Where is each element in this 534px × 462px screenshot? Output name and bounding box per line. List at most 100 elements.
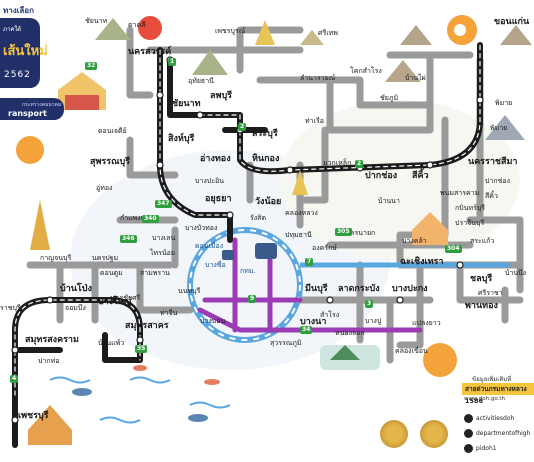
social-youtube[interactable]: departmentofhigh (476, 430, 531, 437)
label-lopburi: ลพบุรี (210, 91, 232, 101)
brand-bar: กระทรวงคมนาคม ransport (0, 98, 64, 120)
contact-title: ข้อมูลเพิ่มเติมที่ (472, 376, 512, 383)
label-lat-krabang: ลาดกระบัง (338, 284, 380, 294)
label-phanom-sarakham: พนมสารคาม (440, 189, 480, 197)
label-bang-len: บางเลน (152, 234, 176, 242)
label-ban-bueng: บ้านบึง (505, 269, 527, 277)
label-pak-chong-2: ปากช่อง (485, 177, 510, 185)
line-icon (464, 444, 473, 453)
route-badge-3: 3 (365, 300, 374, 308)
label-takli: ตาคลี (128, 21, 146, 29)
label-si-racha: ศรีราชา (478, 289, 503, 297)
label-suphanburi: สุพรรณบุรี (90, 157, 130, 167)
label-ongkharak: องครักษ์ (312, 244, 337, 252)
label-saraburi: สระบุรี (252, 129, 278, 139)
route-badge-346: 346 (120, 235, 137, 243)
route-badge-7: 7 (305, 258, 314, 266)
mascot-decor (16, 15, 477, 377)
label-bang-na: บางนา (300, 317, 327, 327)
label-u-thong: อู่ทอง (96, 184, 113, 192)
route-badge-9: 9 (248, 295, 257, 303)
route-badge-305: 305 (335, 228, 352, 236)
brand-sub-text: ภาคใต้ (3, 26, 22, 33)
social-facebook[interactable]: activitiesdoh (476, 415, 515, 422)
temple-decor (28, 20, 448, 445)
brand-bar-text: ransport (8, 109, 47, 118)
label-nakhon-sawan: นครสวรรค์ (128, 47, 172, 57)
label-khon-kaen: ขอนแก่น (494, 17, 530, 27)
label-phetchabun: เพชรบูรณ์ (215, 27, 246, 35)
purple-routes (197, 237, 423, 333)
label-srisaket: ศรีเทพ (318, 29, 338, 37)
label-bang-bon: บางบอน (200, 317, 226, 325)
brand-panel: ทางเลือก ภาคใต้ เส้นใหม่ 2562 กระทรวงคมน… (0, 0, 66, 150)
brand-box (0, 18, 40, 88)
label-don-mueang: ดอนเมือง (195, 242, 224, 250)
youtube-icon (464, 429, 473, 438)
contact-panel: ข้อมูลเพิ่มเติมที่ สายด่วนกรมทางหลวง 158… (462, 374, 534, 462)
label-phanthong: พานทอง (465, 301, 498, 311)
label-pathum: ปทุมธานี (285, 231, 312, 239)
contact-url[interactable]: www.doh.go.th (464, 396, 505, 402)
label-bang-pakong: บางปะกง (392, 284, 428, 294)
label-tha-ruea: ท่าเรือ (305, 117, 324, 125)
label-samut-sakhon: สมุทรสาคร (125, 321, 169, 331)
route-badge-35: 35 (135, 345, 148, 353)
route-badge-4: 4 (10, 375, 19, 383)
label-phimai: พิมาย (495, 99, 513, 107)
label-ayutthaya: อยุธยา (205, 194, 232, 204)
label-don-chedi: ดอนเจดีย์ (98, 127, 127, 135)
label-bang-sue: บางซื่อ (205, 261, 226, 269)
label-nakhon-ratchasima: นครราชสีมา (468, 157, 518, 167)
seal-icon (380, 420, 408, 448)
label-lam-narai: ลำนารายณ์ (300, 74, 336, 82)
label-kamphaeng-saen: กำแพงแสน (120, 214, 155, 222)
airport-icon (255, 243, 277, 259)
route-badge-304: 304 (445, 245, 462, 253)
label-nakhon-chai-si: นครชัยศรี (110, 294, 141, 302)
brand-top-text: ทางเลือก (0, 4, 63, 16)
label-chom-bueng: จอมบึง (65, 304, 86, 312)
label-wang-noi: วังน้อย (255, 197, 282, 207)
label-plaeng-yao: แปลงยาว (412, 319, 441, 327)
label-suvarnabhumi: สุวรรณภูมิ (270, 339, 302, 347)
mountain-decor (95, 18, 532, 140)
route-badge-32: 32 (85, 62, 98, 70)
label-ban-na: บ้านนา (378, 197, 400, 205)
label-pak-chong: ปากช่อง (365, 171, 398, 181)
route-badge-34: 34 (300, 326, 313, 334)
label-ban-pong: บ้านโป่ง (60, 284, 92, 294)
label-nakhon-pathom: นครปฐม (92, 254, 119, 262)
airport-icon (222, 250, 234, 260)
label-chachoengsao: ฉะเชิงเทรา (400, 257, 444, 267)
label-chainat-main: ชัยนาท (172, 99, 201, 109)
label-nonthaburi: นนทบุรี (178, 287, 201, 295)
label-ban-phai: บ้านไผ่ (405, 74, 426, 82)
label-sikhio-2: สีคิ้ว (485, 192, 498, 200)
label-pak-tho: ปากท่อ (38, 357, 60, 365)
brand-year: 2562 (4, 70, 31, 80)
label-bangkok-core: กทม. (240, 267, 256, 275)
brand-bar-small: กระทรวงคมนาคม (22, 102, 62, 108)
social-line[interactable]: pidoh1 (476, 445, 497, 452)
label-phetchaburi: เพชรบุรี (18, 411, 49, 421)
label-bang-yai: บางใหญ่ (98, 297, 132, 307)
label-hin-kong: หินกอง (252, 154, 280, 164)
route-badge-340: 340 (142, 215, 159, 223)
label-khok-samrong: โคกสำโรง (350, 67, 382, 75)
label-bangpu: บางปู (365, 317, 382, 325)
sea-decor (49, 345, 380, 424)
label-singburi: สิงห์บุรี (168, 134, 195, 144)
label-tha-chin: ท่าจีน (160, 309, 178, 317)
label-bang-pa-in: บางปะอิน (195, 177, 224, 185)
route-badge-2: 2 (238, 123, 247, 131)
label-uthai-thani: อุทัยธานี (188, 77, 214, 85)
brand-main-text: เส้นใหม่ (3, 44, 48, 59)
label-sikhio: สีคิ้ว (412, 171, 429, 181)
label-prachinburi: ปราจีนบุรี (455, 219, 485, 227)
label-muak-lek: มวกเหล็ก (323, 159, 352, 167)
label-phimai-2: พิมาย (490, 124, 508, 132)
label-chonburi: ชลบุรี (470, 274, 493, 284)
label-samut-songkhram: สมุทรสงคราม (25, 335, 79, 345)
